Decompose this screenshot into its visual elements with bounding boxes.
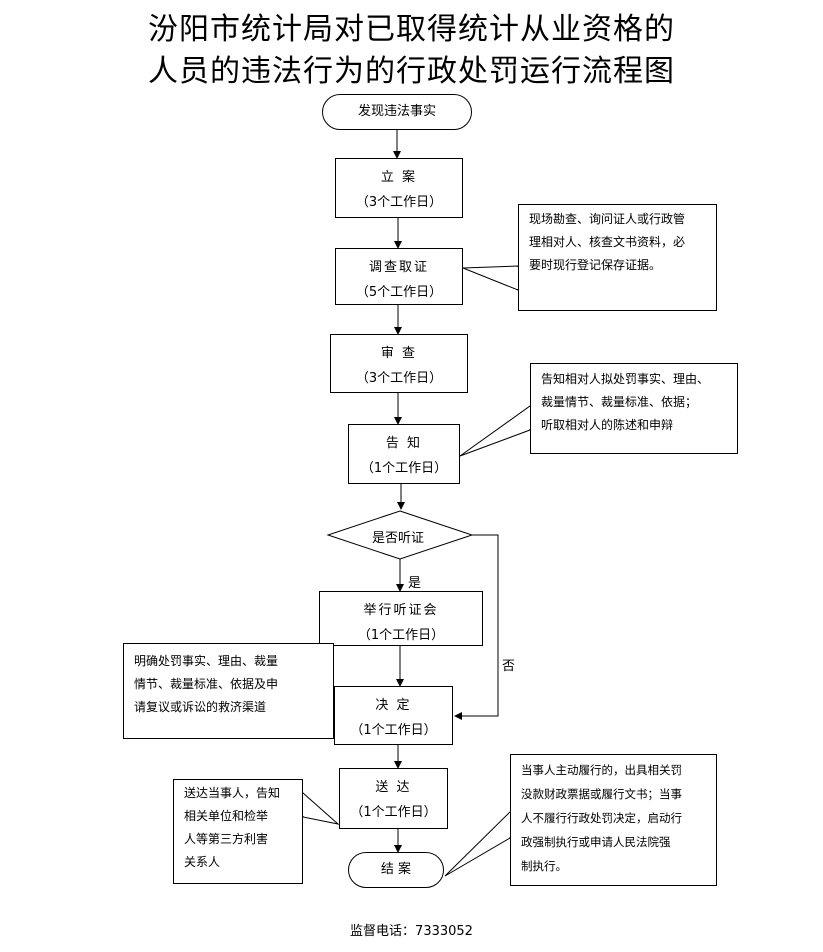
note-notify-line: 裁量情节、裁量标准、依据； [541,395,698,409]
step-delivery-name: 送 达 [375,780,412,795]
hearing-decision-label: 是否听证 [372,531,425,546]
step-decision: 决 定 （1个工作日） [334,686,453,745]
note-decision: 明确处罚事实、理由、裁量 情节、裁量标准、依据及申 请复议或诉讼的救济渠道 [123,643,334,739]
step-delivery: 送 达 （1个工作日） [339,768,448,829]
note-decision-line: 情节、裁量标准、依据及申 [134,677,279,691]
start-label: 发现违法事实 [357,104,436,119]
note-end-line: 政强制执行或申请人民法院强 [521,835,671,849]
page-title-line1: 汾阳市统计局对已取得统计从业资格的 [148,12,675,47]
step-review-time: （3个工作日） [355,371,443,386]
step-delivery-time: （1个工作日） [350,805,437,820]
supervision-phone: 监督电话：7333052 [0,920,823,939]
note-notify: 告知相对人拟处罚事实、理由、 裁量情节、裁量标准、依据； 听取相对人的陈述和申辩 [530,363,738,454]
hearing-decision-diamond [326,510,474,560]
note-decision-line: 请复议或诉讼的救济渠道 [134,700,267,714]
branch-yes-label: 是 [408,576,422,591]
step-notify-time: （1个工作日） [360,461,448,476]
arrow-no-decision [454,534,499,720]
note-investigation: 现场勘查、询问证人或行政管 理相对人、核查文书资料，必 要时现行登记保存证据。 [518,204,717,311]
note-end: 当事人主动履行的，出具相关罚 没款财政票据或履行文书；当事 人不履行行政处罚决定… [510,754,717,886]
step-filing-name: 立 案 [380,170,418,185]
step-filing-time: （3个工作日） [355,195,443,210]
note-notify-line: 听取相对人的陈述和申辩 [541,418,674,432]
step-investigation-name: 调查取证 [368,260,429,275]
note-end-line: 没款财政票据或履行文书；当事 [521,787,682,801]
note-investigation-line: 理相对人、核查文书资料，必 [529,235,686,249]
supervision-phone-number: 7333052 [415,924,473,939]
note-notify-line: 告知相对人拟处罚事实、理由、 [541,372,710,386]
callout-tail-end [444,810,511,877]
note-end-line: 制执行。 [521,859,567,873]
step-investigation: 调查取证 （5个工作日） [335,248,463,305]
end-terminal: 结 案 [348,852,444,888]
note-decision-line: 明确处罚事实、理由、裁量 [134,654,279,668]
callout-tail-notify [459,405,531,457]
step-hearing-name: 举行听证会 [363,603,439,618]
step-notify-name: 告 知 [385,436,423,451]
note-delivery-line: 关系人 [184,855,221,869]
callout-tail-investigation [462,265,519,291]
note-delivery: 送达当事人，告知 相关单位和检举 人等第三方利害 关系人 [173,779,303,884]
note-investigation-line: 现场勘查、询问证人或行政管 [529,212,686,226]
step-notify: 告 知 （1个工作日） [348,424,460,484]
branch-no-label: 否 [502,659,516,674]
step-decision-time: （1个工作日） [350,723,437,738]
step-hearing-time: （1个工作日） [357,628,445,643]
step-hearing: 举行听证会 （1个工作日） [319,591,483,646]
note-end-line: 人不履行行政处罚决定，启动行 [521,811,682,825]
supervision-phone-label: 监督电话： [350,924,416,939]
note-delivery-line: 送达当事人，告知 [184,786,281,800]
step-decision-name: 决 定 [375,698,412,713]
step-review-name: 审 查 [380,346,418,361]
end-label: 结 案 [380,862,412,877]
step-filing: 立 案 （3个工作日） [335,158,463,218]
note-delivery-line: 相关单位和检举 [184,809,269,823]
page-title-line2: 人员的违法行为的行政处罚运行流程图 [148,54,675,89]
step-review: 审 查 （3个工作日） [330,334,468,393]
note-investigation-line: 要时现行登记保存证据。 [529,258,662,272]
note-delivery-line: 人等第三方利害 [184,832,269,846]
callout-tail-delivery [302,791,340,825]
note-end-line: 当事人主动履行的，出具相关罚 [521,763,682,777]
step-investigation-time: （5个工作日） [355,285,443,300]
start-terminal: 发现违法事实 [322,94,472,130]
